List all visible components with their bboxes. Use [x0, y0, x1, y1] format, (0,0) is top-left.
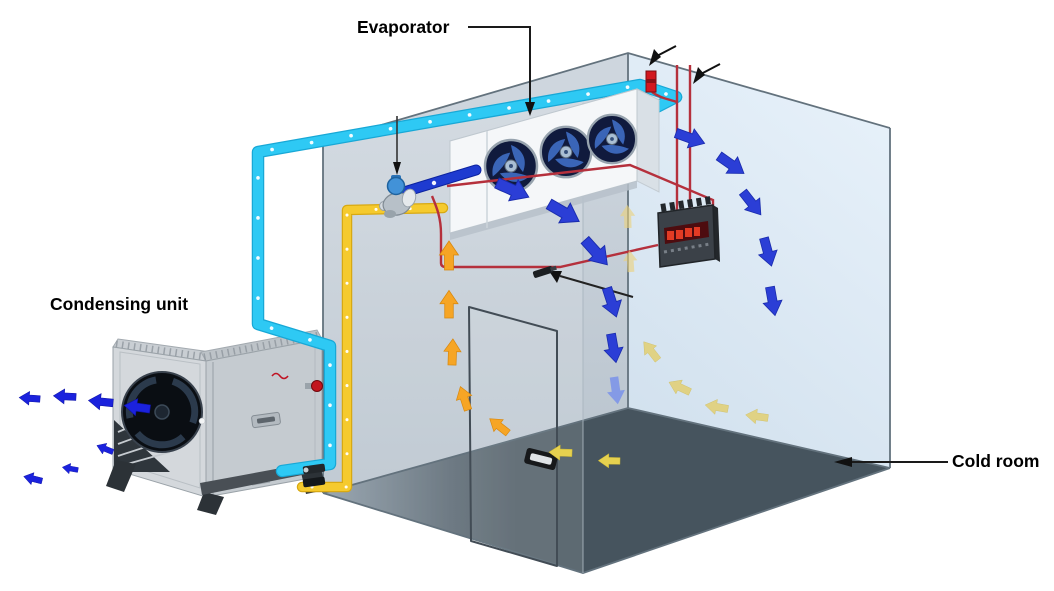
evaporator-callout: Evaporator [357, 17, 535, 116]
room-sensor [532, 265, 634, 298]
electrical-wiring [430, 65, 715, 269]
service-valve [311, 380, 323, 392]
condensing-unit-label: Condensing unit [50, 294, 188, 314]
condenser-handle [251, 411, 281, 429]
evaporator-unit [448, 88, 661, 240]
controller-box [657, 196, 720, 268]
cold-room-floor [323, 408, 890, 573]
door [468, 306, 558, 567]
evaporator-fan-3 [586, 113, 638, 165]
cold-room-callout: Cold room [834, 451, 1040, 471]
cold-room-label: Cold room [952, 451, 1040, 471]
condensing-unit-callout: Condensing unit [50, 294, 188, 314]
evaporator-feed-pipe [398, 164, 482, 198]
wiring-pointer [693, 63, 721, 84]
door-handle [524, 448, 558, 470]
cold-room-right-wall [628, 53, 890, 468]
evaporator-label: Evaporator [357, 17, 450, 37]
roof-sensor [645, 70, 657, 93]
valve-pointer [393, 116, 401, 175]
brand-logo [271, 372, 289, 380]
roof-sensor-pointer [649, 45, 677, 66]
expansion-valve [379, 175, 417, 218]
pipe-fittings [302, 463, 326, 488]
